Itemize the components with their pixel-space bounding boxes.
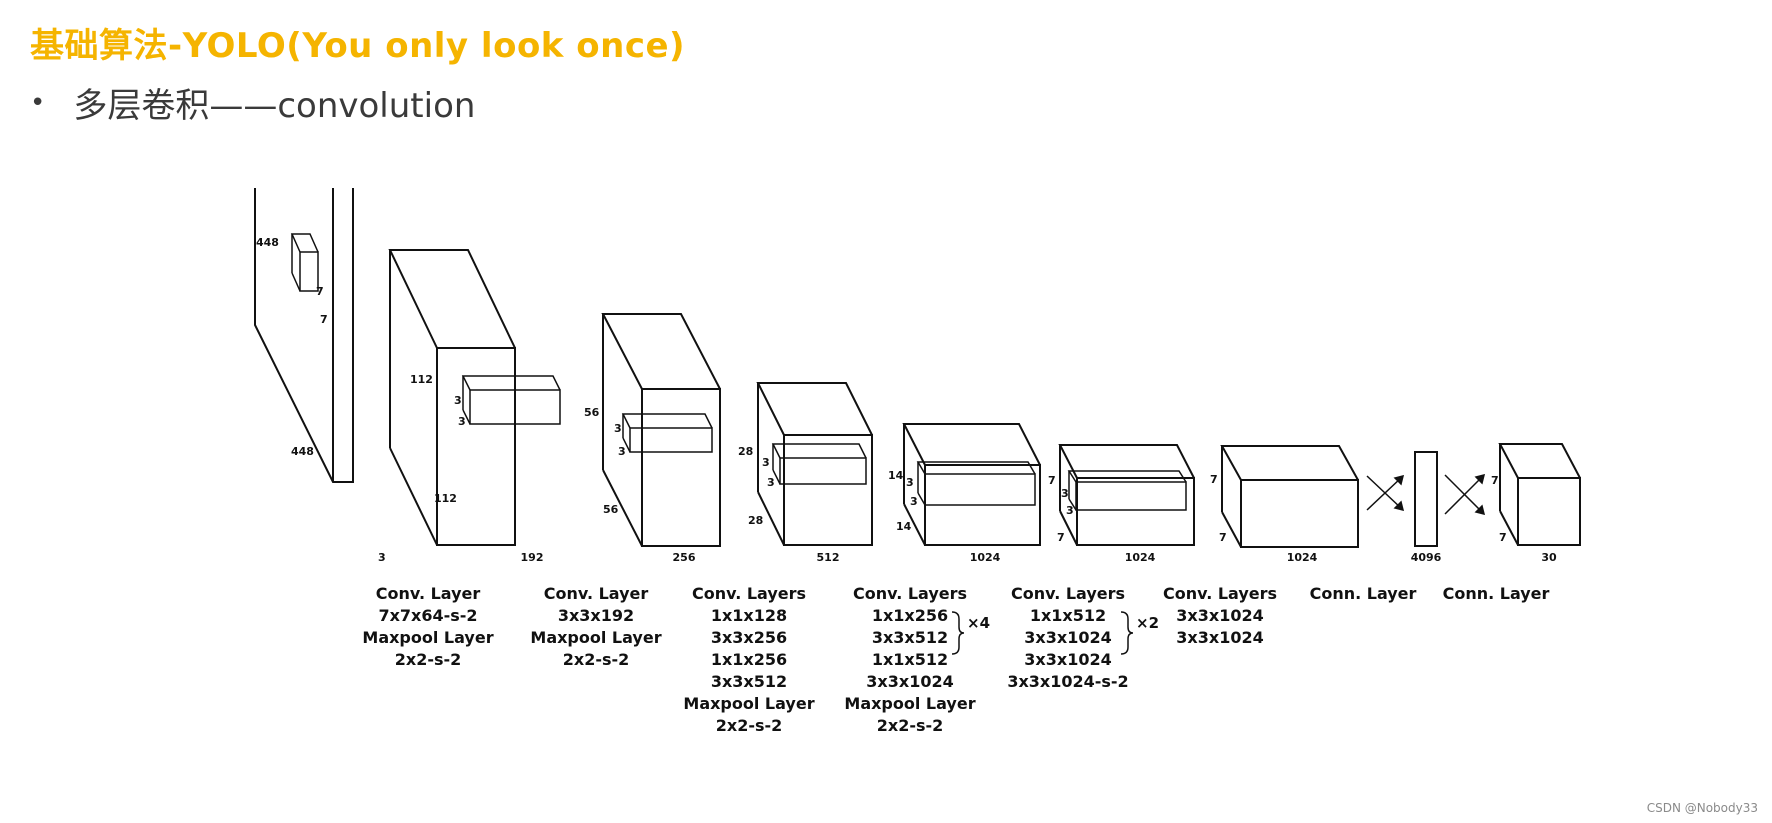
block4-depth-label: 1024 — [970, 551, 1001, 564]
block1-depth-label: 192 — [521, 551, 544, 564]
bullet-text: 多层卷积——convolution — [73, 86, 476, 126]
block1-description: Conv. Layer 7x7x64-s-2 Maxpool Layer 2x2… — [362, 584, 493, 669]
conv-block-2 — [601, 313, 721, 547]
block4-kernel-label-2: 3 — [910, 495, 918, 508]
output-depth-label: 30 — [1541, 551, 1557, 564]
block1-desc-line: Maxpool Layer — [362, 628, 493, 647]
block5-desc-line: 3x3x1024-s-2 — [1007, 672, 1128, 691]
block2-description: Conv. Layer 3x3x192 Maxpool Layer 2x2-s-… — [530, 584, 661, 669]
block6-description: Conv. Layers 3x3x1024 3x3x1024 — [1163, 584, 1277, 647]
block2-desc-line: Maxpool Layer — [530, 628, 661, 647]
bullet-point: • 多层卷积——convolution — [30, 78, 475, 127]
block5-desc-line: 3x3x1024 — [1024, 628, 1111, 647]
block4-repeat-label: ×4 — [967, 614, 990, 632]
block5-desc-line: Conv. Layers — [1011, 584, 1125, 603]
conv-block-4 — [902, 423, 1041, 546]
conv-block-6 — [1220, 445, 1359, 548]
input-kernel-label-2: 7 — [320, 313, 328, 326]
fc-description: Conn. Layer — [1310, 584, 1417, 603]
crossing-arrows-icon — [1366, 474, 1405, 512]
block3-desc-line: Maxpool Layer — [683, 694, 814, 713]
block4-desc-line: Maxpool Layer — [844, 694, 975, 713]
watermark: CSDN @Nobody33 — [1646, 801, 1758, 815]
block4-desc-line: Conv. Layers — [853, 584, 967, 603]
block3-desc-line: 3x3x256 — [711, 628, 787, 647]
block4-desc-line: 3x3x512 — [872, 628, 948, 647]
block2-kernel-label-1: 3 — [614, 422, 622, 435]
block5-depth-label: 1024 — [1125, 551, 1156, 564]
repeat-brace-x4 — [951, 611, 965, 655]
block6-side-bottom-label: 7 — [1219, 531, 1227, 544]
block2-desc-line: Conv. Layer — [544, 584, 649, 603]
block3-desc-line: 3x3x512 — [711, 672, 787, 691]
block4-desc-line: 2x2-s-2 — [877, 716, 944, 735]
block1-desc-line: 7x7x64-s-2 — [378, 606, 477, 625]
slide-title: 基础算法-YOLO(You only look once) — [30, 26, 686, 66]
block3-side-bottom-label: 28 — [748, 514, 763, 527]
block4-side-bottom-label: 14 — [896, 520, 912, 533]
output-side-bottom-label: 7 — [1499, 531, 1507, 544]
block4-desc-line: 1x1x256 — [872, 606, 948, 625]
block1-kernel-label-1: 3 — [454, 394, 462, 407]
fc-layer-4096 — [1414, 451, 1438, 547]
block3-kernel-label-2: 3 — [767, 476, 775, 489]
block5-desc-line: 1x1x512 — [1030, 606, 1106, 625]
input-height-label: 448 — [256, 236, 279, 249]
block6-side-top-label: 7 — [1210, 473, 1218, 486]
block6-depth-label: 1024 — [1287, 551, 1318, 564]
block5-kernel-label-1: 3 — [1061, 487, 1069, 500]
block2-desc-line: 3x3x192 — [558, 606, 634, 625]
block4-side-top-label: 14 — [888, 469, 904, 482]
bullet-dot-icon: • — [30, 87, 46, 118]
repeat-brace-x2 — [1120, 611, 1134, 655]
block2-depth-label: 256 — [673, 551, 696, 564]
conv-block-5 — [1058, 444, 1195, 546]
block5-kernel-label-2: 3 — [1066, 504, 1074, 517]
block2-side-top-label: 56 — [584, 406, 600, 419]
block3-kernel-label-1: 3 — [762, 456, 770, 469]
block3-desc-line: 1x1x128 — [711, 606, 787, 625]
block2-desc-line: 2x2-s-2 — [563, 650, 630, 669]
block1-desc-line: 2x2-s-2 — [395, 650, 462, 669]
input-width-label: 448 — [291, 445, 314, 458]
block5-repeat-label: ×2 — [1136, 614, 1159, 632]
block3-depth-label: 512 — [817, 551, 840, 564]
conv-block-3 — [756, 382, 873, 546]
conv-block-1 — [388, 249, 561, 546]
block2-side-bottom-label: 56 — [603, 503, 619, 516]
block3-desc-line: Conv. Layers — [692, 584, 806, 603]
block5-side-top-label: 7 — [1048, 474, 1056, 487]
block5-desc-line: 3x3x1024 — [1024, 650, 1111, 669]
output-cube — [1498, 443, 1581, 546]
block3-side-top-label: 28 — [738, 445, 753, 458]
input-kernel-label-1: 7 — [316, 285, 324, 298]
block6-desc-line: 3x3x1024 — [1176, 628, 1263, 647]
input-image-block — [254, 188, 354, 483]
block1-desc-line: Conv. Layer — [376, 584, 481, 603]
output-description: Conn. Layer — [1443, 584, 1550, 603]
block4-kernel-label-1: 3 — [906, 476, 914, 489]
block3-description: Conv. Layers 1x1x128 3x3x256 1x1x256 3x3… — [683, 584, 814, 735]
block3-desc-line: 1x1x256 — [711, 650, 787, 669]
block6-desc-line: Conv. Layers — [1163, 584, 1277, 603]
block3-desc-line: 2x2-s-2 — [716, 716, 783, 735]
block5-description: Conv. Layers 1x1x512 3x3x1024 3x3x1024 3… — [1007, 584, 1159, 691]
block4-desc-line: 3x3x1024 — [866, 672, 953, 691]
block4-desc-line: 1x1x512 — [872, 650, 948, 669]
fc-depth-label: 4096 — [1411, 551, 1442, 564]
block2-kernel-label-2: 3 — [618, 445, 626, 458]
block6-desc-line: 3x3x1024 — [1176, 606, 1263, 625]
block1-kernel-label-2: 3 — [458, 415, 466, 428]
block4-description: Conv. Layers 1x1x256 3x3x512 1x1x512 3x3… — [844, 584, 990, 735]
output-side-top-label: 7 — [1491, 474, 1499, 487]
block1-side-bottom-label: 112 — [434, 492, 457, 505]
crossing-arrows-icon-2 — [1444, 473, 1486, 516]
input-depth-label: 3 — [378, 551, 386, 564]
block1-side-top-label: 112 — [410, 373, 433, 386]
block5-side-bottom-label: 7 — [1057, 531, 1065, 544]
